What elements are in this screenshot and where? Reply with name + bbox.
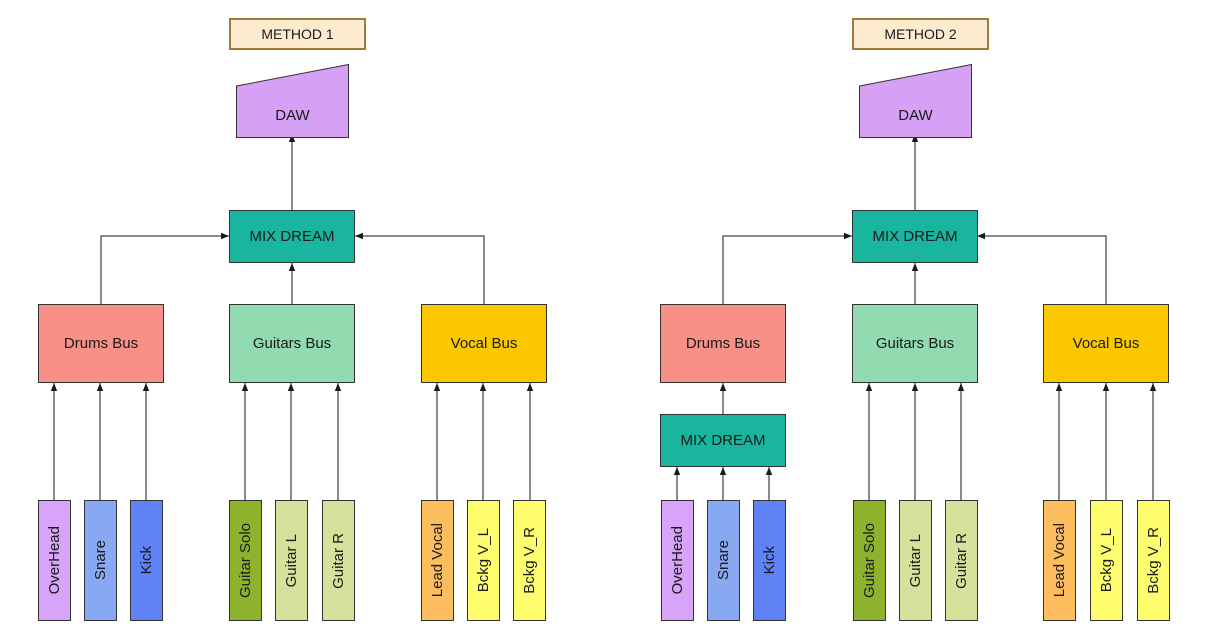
method-2-vocal-bus: Vocal Bus: [1043, 304, 1169, 383]
method-1-vocal-bus: Vocal Bus: [421, 304, 547, 383]
track-label: Guitar L: [283, 533, 300, 588]
track-label: Lead Vocal: [1051, 523, 1068, 598]
track-label: Guitar Solo: [861, 522, 878, 599]
method-2-track-guitar-r: Guitar R: [945, 500, 978, 621]
method-1-mix-dream: MIX DREAM: [229, 210, 355, 263]
track-label: Kick: [761, 546, 778, 575]
method-2-track-overhead: OverHead: [661, 500, 694, 621]
method-1-track-bckg-v-l: Bckg V_L: [467, 500, 500, 621]
method-1-guitars-bus: Guitars Bus: [229, 304, 355, 383]
method-1-track-bckg-v-r: Bckg V_R: [513, 500, 546, 621]
method-1-track-guitar-solo: Guitar Solo: [229, 500, 262, 621]
track-label: Bckg V_L: [475, 528, 492, 593]
track-label: Snare: [715, 540, 732, 581]
track-label: Guitar L: [907, 533, 924, 588]
method-2-track-snare: Snare: [707, 500, 740, 621]
track-label: Guitar R: [330, 532, 347, 589]
daw-label: DAW: [275, 107, 310, 124]
method-1-track-guitar-l: Guitar L: [275, 500, 308, 621]
track-label: Bckg V_R: [521, 527, 538, 594]
method-2-drums-mix-dream: MIX DREAM: [660, 414, 786, 467]
method-2-track-guitar-solo: Guitar Solo: [853, 500, 886, 621]
track-label: Lead Vocal: [429, 523, 446, 598]
arrow-m2-drums-to-mix: [722, 232, 852, 304]
method-2-track-guitar-l: Guitar L: [899, 500, 932, 621]
method-1-daw-node: DAW: [236, 64, 349, 138]
track-label: OverHead: [46, 526, 63, 595]
arrow-m1-vocal-to-mix: [355, 232, 485, 304]
method-2-track-bckg-v-r: Bckg V_R: [1137, 500, 1170, 621]
method-1-track-overhead: OverHead: [38, 500, 71, 621]
method-1-track-kick: Kick: [130, 500, 163, 621]
method-2-mix-dream: MIX DREAM: [852, 210, 978, 263]
method-1-label: METHOD 1: [229, 18, 366, 50]
method-2-drums-bus: Drums Bus: [660, 304, 786, 383]
method-1-track-guitar-r: Guitar R: [322, 500, 355, 621]
daw-shape-icon: [236, 64, 349, 138]
daw-shape-icon: [859, 64, 972, 138]
method-2-track-kick: Kick: [753, 500, 786, 621]
track-label: Bckg V_R: [1145, 527, 1162, 594]
arrow-m1-drums-to-mix: [100, 232, 229, 304]
method-2-daw-node: DAW: [859, 64, 972, 138]
track-label: Snare: [92, 540, 109, 581]
method-2-guitars-bus: Guitars Bus: [852, 304, 978, 383]
method-2-track-bckg-v-l: Bckg V_L: [1090, 500, 1123, 621]
arrow-m2-vocal-to-mix: [977, 232, 1107, 304]
track-label: Guitar Solo: [237, 522, 254, 599]
track-label: Guitar R: [953, 532, 970, 589]
method-1-drums-bus: Drums Bus: [38, 304, 164, 383]
track-label: Bckg V_L: [1098, 528, 1115, 593]
method-1-track-lead-vocal: Lead Vocal: [421, 500, 454, 621]
method-2-track-lead-vocal: Lead Vocal: [1043, 500, 1076, 621]
daw-label: DAW: [898, 107, 933, 124]
method-2-label: METHOD 2: [852, 18, 989, 50]
method-1-track-snare: Snare: [84, 500, 117, 621]
track-label: OverHead: [669, 526, 686, 595]
track-label: Kick: [138, 546, 155, 575]
